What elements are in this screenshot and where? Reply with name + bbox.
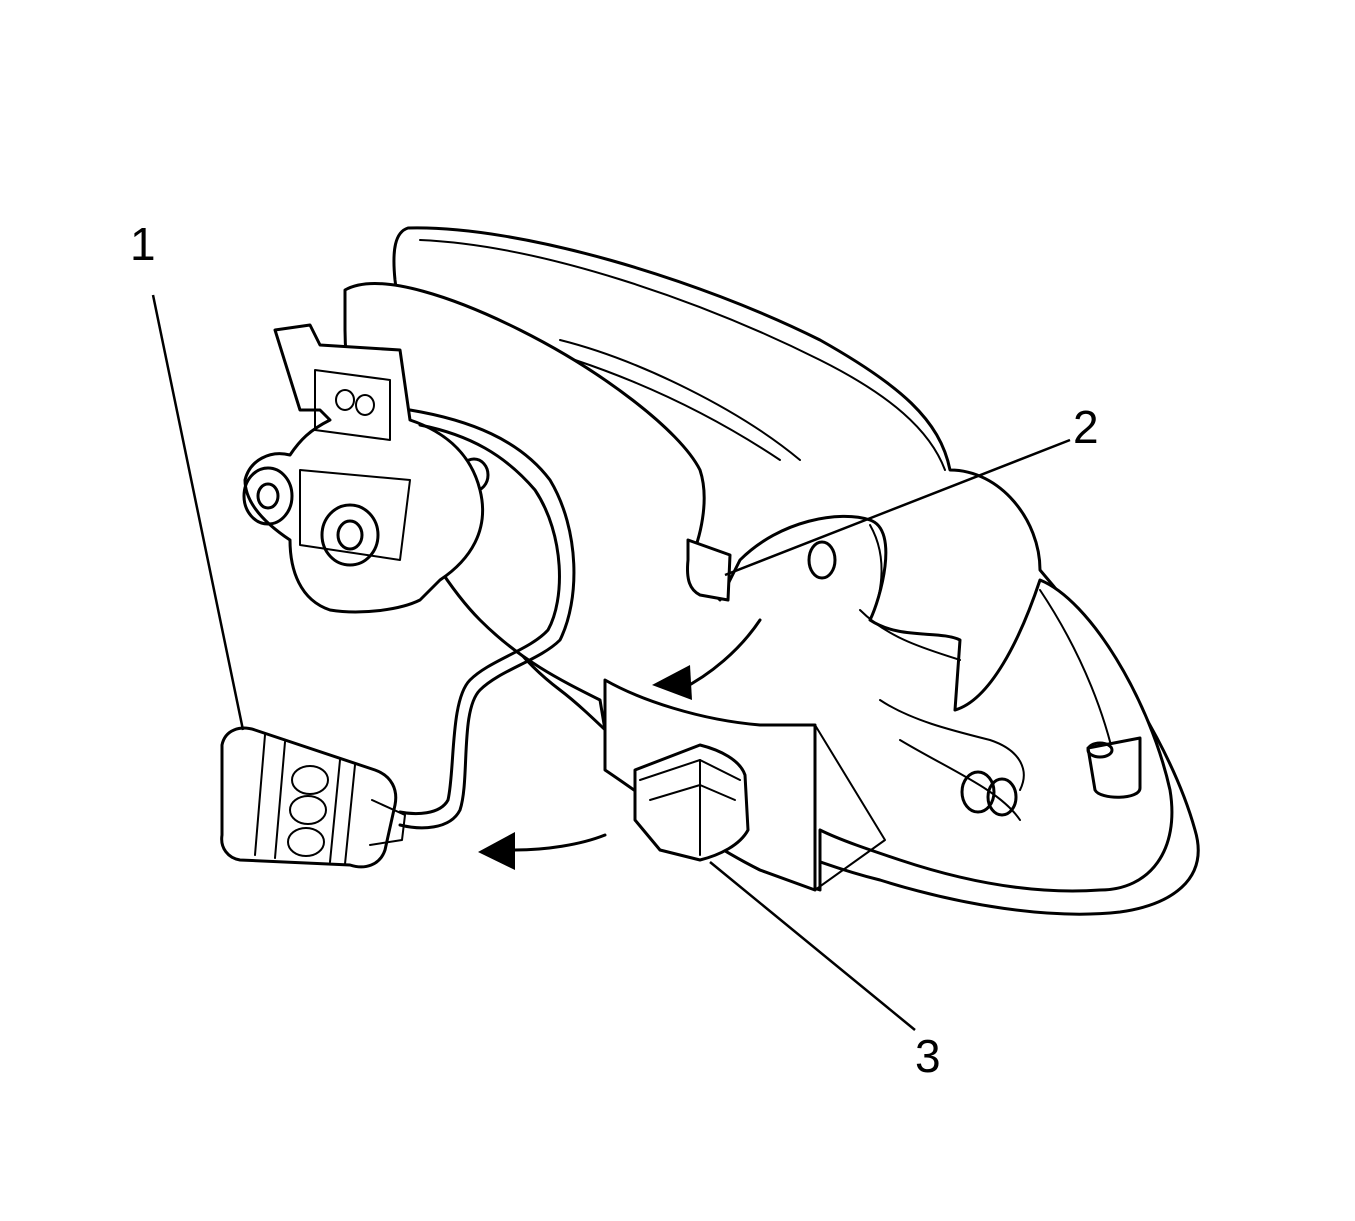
arrow-head-lower: [478, 832, 515, 870]
callout-3: 3: [915, 1030, 941, 1082]
wire-harness: [398, 408, 576, 830]
callout-2: 2: [1073, 401, 1099, 453]
leader-lines: [151, 294, 1071, 1031]
removal-arrows: [478, 618, 762, 870]
harness-connector: [220, 726, 406, 869]
bulb-socket: [242, 323, 485, 614]
arrow-head-upper: [652, 665, 692, 700]
lamp-housing: [343, 226, 1200, 916]
lamp-connector: [603, 678, 886, 892]
callout-1: 1: [130, 218, 156, 270]
leader-3: [709, 861, 916, 1031]
leader-1: [151, 294, 245, 731]
callout-labels: 1 2 3: [130, 218, 1099, 1082]
leader-2: [724, 438, 1071, 577]
